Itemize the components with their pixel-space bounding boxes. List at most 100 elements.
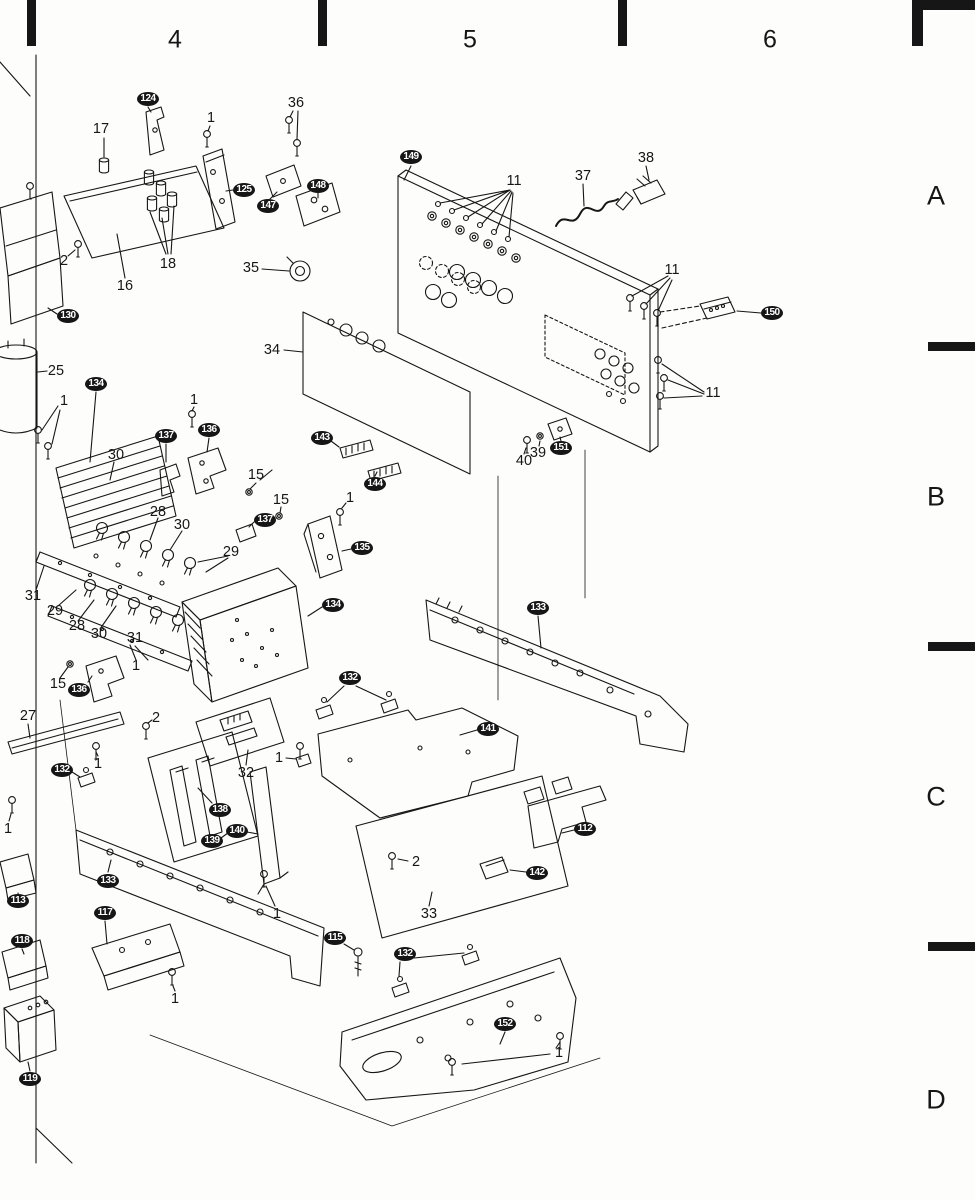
ref-number-label-147-2: 147	[257, 199, 279, 213]
part-number-label-37-4: 37	[574, 168, 592, 184]
ref-number-label-119-33: 119	[19, 1072, 41, 1086]
grid-row-label-D: D	[926, 1084, 946, 1115]
grid-row-label-B: B	[926, 481, 946, 512]
part-119	[3, 995, 57, 1072]
transistor-rows	[83, 521, 197, 633]
heatsink-134-upper	[55, 391, 177, 549]
boards-138-139-140	[147, 731, 289, 907]
part-number-label-34-10: 34	[263, 342, 281, 358]
screws-36	[285, 110, 301, 157]
part-number-label-15-31: 15	[49, 676, 67, 692]
part-number-label-27-32: 27	[19, 708, 37, 724]
part-number-label-30-23: 30	[173, 517, 191, 533]
part-number-label-29-24: 29	[222, 544, 240, 560]
grid-row-label-A: A	[926, 180, 946, 211]
chassis-box-130	[0, 191, 64, 325]
board-32	[142, 697, 285, 767]
part-number-label-17-0: 17	[92, 121, 110, 137]
part-number-label-1-12: 1	[59, 393, 69, 409]
ref-number-label-139-23: 139	[201, 834, 223, 848]
part-number-label-39-16: 39	[529, 445, 547, 461]
panel-34	[283, 311, 471, 475]
part-number-label-28-27: 28	[68, 618, 86, 634]
rail-133-left	[75, 829, 325, 987]
capacitor-25	[0, 338, 61, 460]
ref-number-label-144-10: 144	[364, 477, 386, 491]
rear-panel-149	[397, 165, 705, 453]
ref-number-label-117-28: 117	[94, 906, 116, 920]
part-number-label-29-26: 29	[46, 603, 64, 619]
part-number-label-1-1: 1	[206, 110, 216, 126]
screw-near-135	[336, 502, 347, 526]
part-number-label-11-3: 11	[506, 173, 522, 189]
bottom-plate-16	[26, 125, 225, 279]
ref-number-label-140-22: 140	[226, 824, 248, 838]
clip-137-lower	[235, 521, 257, 543]
ref-number-label-132-20: 132	[51, 763, 73, 777]
part-number-label-31-29: 31	[126, 630, 144, 646]
screw-115	[343, 943, 363, 977]
connectors-143-144	[330, 439, 402, 482]
amp-block-134	[181, 567, 323, 703]
bracket-136-lower	[85, 655, 125, 703]
grid-column-label-4: 4	[168, 25, 182, 54]
power-cord-37-38	[555, 165, 666, 227]
ref-number-label-133-26: 133	[97, 874, 119, 888]
part-number-label-2-38: 2	[411, 854, 421, 870]
part-number-label-1-21: 1	[345, 490, 355, 506]
ref-number-label-125-1: 125	[233, 183, 255, 197]
part-number-label-1-41: 1	[170, 991, 180, 1007]
ref-number-label-141-19: 141	[477, 722, 499, 736]
ref-number-label-133-16: 133	[527, 601, 549, 615]
part-number-label-35-9: 35	[242, 260, 260, 276]
ref-number-label-113-27: 113	[7, 894, 29, 908]
washers-15	[59, 469, 283, 679]
ref-number-label-149-4: 149	[400, 150, 422, 164]
ref-number-label-151-11: 151	[550, 441, 572, 455]
part-number-label-11-13: 11	[664, 262, 680, 278]
ref-number-label-112-24: 112	[574, 822, 596, 836]
ref-number-label-134-6: 134	[85, 377, 107, 391]
part-number-label-1-18: 1	[189, 392, 199, 408]
part-number-label-16-7: 16	[116, 278, 134, 294]
part-number-label-30-17: 30	[107, 447, 125, 463]
part-number-label-33-39: 33	[420, 906, 438, 922]
ref-number-label-142-25: 142	[526, 866, 548, 880]
registration-marks	[27, 0, 975, 951]
ref-number-label-138-21: 138	[209, 803, 231, 817]
part-number-label-1-42: 1	[554, 1045, 564, 1061]
part-number-label-1-30: 1	[131, 658, 141, 674]
ref-number-label-152-32: 152	[494, 1017, 516, 1031]
rail-133-right	[425, 597, 689, 753]
part-number-label-40-15: 40	[515, 453, 533, 469]
part-number-label-1-37: 1	[3, 821, 13, 837]
part-number-label-15-20: 15	[272, 492, 290, 508]
bracket-136-upper	[187, 406, 227, 495]
part-number-label-18-8: 18	[159, 256, 177, 272]
ref-number-label-137-7: 137	[155, 429, 177, 443]
part-number-label-30-28: 30	[90, 626, 108, 642]
chassis-152	[339, 957, 577, 1101]
part-number-label-1-40: 1	[272, 906, 282, 922]
part-number-label-31-25: 31	[24, 588, 42, 604]
ref-number-label-124-0: 124	[137, 92, 159, 106]
ref-number-label-132-18: 132	[339, 671, 361, 685]
bracket-137-upper	[159, 443, 181, 497]
ref-number-label-136-8: 136	[198, 423, 220, 437]
bracket-135	[303, 515, 352, 579]
part-number-label-2-6: 2	[59, 253, 69, 269]
clips-132-mid	[315, 685, 399, 720]
ref-number-label-130-5: 130	[57, 309, 79, 323]
bracket-124	[145, 106, 165, 156]
grid-column-label-6: 6	[763, 25, 777, 54]
ref-number-label-148-3: 148	[307, 179, 329, 193]
part-number-label-32-35: 32	[237, 765, 255, 781]
connector-150	[659, 296, 762, 329]
ref-number-label-136-17: 136	[68, 683, 90, 697]
ref-number-label-132-31: 132	[394, 947, 416, 961]
part-number-label-38-5: 38	[637, 150, 655, 166]
ref-number-label-134-15: 134	[322, 598, 344, 612]
grommet-35	[261, 256, 311, 282]
